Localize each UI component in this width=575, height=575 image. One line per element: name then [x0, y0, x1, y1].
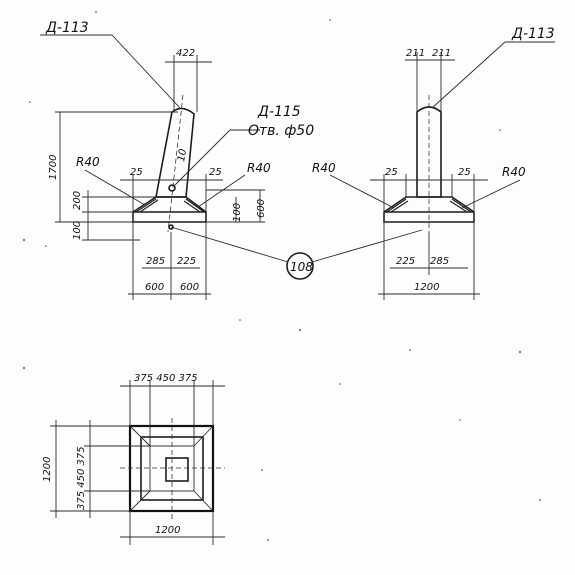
dim-600-right: 600	[180, 282, 199, 293]
dim-225-b: 225	[396, 256, 415, 267]
dim-plan-1200-horizontal: 1200	[155, 525, 180, 536]
dim-211-b: 211	[432, 48, 451, 59]
point-marker	[168, 224, 174, 230]
dim-1700: 1700	[48, 155, 59, 180]
plan-outer-square	[128, 424, 215, 513]
dim-25-d: 25	[458, 167, 471, 178]
r40-label-b: R40	[247, 161, 271, 175]
dim-200: 200	[72, 191, 83, 210]
plan-column-square	[165, 457, 189, 482]
vertical-column	[416, 106, 442, 198]
front-view	[40, 34, 289, 300]
dim-plan-top: 375 450 375	[134, 373, 198, 384]
dim-285-b: 285	[430, 256, 449, 267]
dim-10: 10	[176, 148, 189, 162]
dim-plan-1200-vertical: 1200	[42, 457, 53, 482]
r40-label-d: R40	[502, 165, 526, 179]
r40-label-c: R40	[312, 161, 336, 175]
dim-211-a: 211	[406, 48, 425, 59]
labels: Д-113 Д-113 Д-115 Отв. ф50 108 R40 R40 R…	[42, 20, 555, 536]
dim-plan-left-vertical: 375 450 375	[76, 446, 87, 510]
callout-hole: Отв. ф50	[248, 123, 314, 139]
callout-d113-left: Д-113	[45, 20, 89, 36]
dim-600-vertical: 600	[256, 199, 267, 218]
dim-225-a: 225	[177, 256, 196, 267]
mark-108-label: 108	[290, 260, 313, 274]
dim-25-b: 25	[209, 167, 222, 178]
dim-600-left: 600	[145, 282, 164, 293]
mark-108-circle	[286, 252, 314, 280]
dim-100-mid: 100	[232, 203, 243, 222]
plan-view	[50, 380, 225, 545]
inclined-column	[155, 107, 195, 198]
dim-100-left: 100	[72, 221, 83, 240]
side-view	[311, 41, 555, 300]
dim-1200-side: 1200	[414, 282, 439, 293]
dim-285-a: 285	[146, 256, 165, 267]
callout-d113-right: Д-113	[511, 26, 555, 42]
dim-25-c: 25	[385, 167, 398, 178]
hole-marker	[168, 184, 176, 192]
scan-noise	[23, 11, 541, 541]
r40-label-a: R40	[76, 155, 100, 169]
callout-d115: Д-115	[257, 104, 301, 120]
dim-25-a: 25	[130, 167, 143, 178]
dim-422: 422	[176, 48, 195, 59]
base-hatching	[135, 198, 205, 213]
